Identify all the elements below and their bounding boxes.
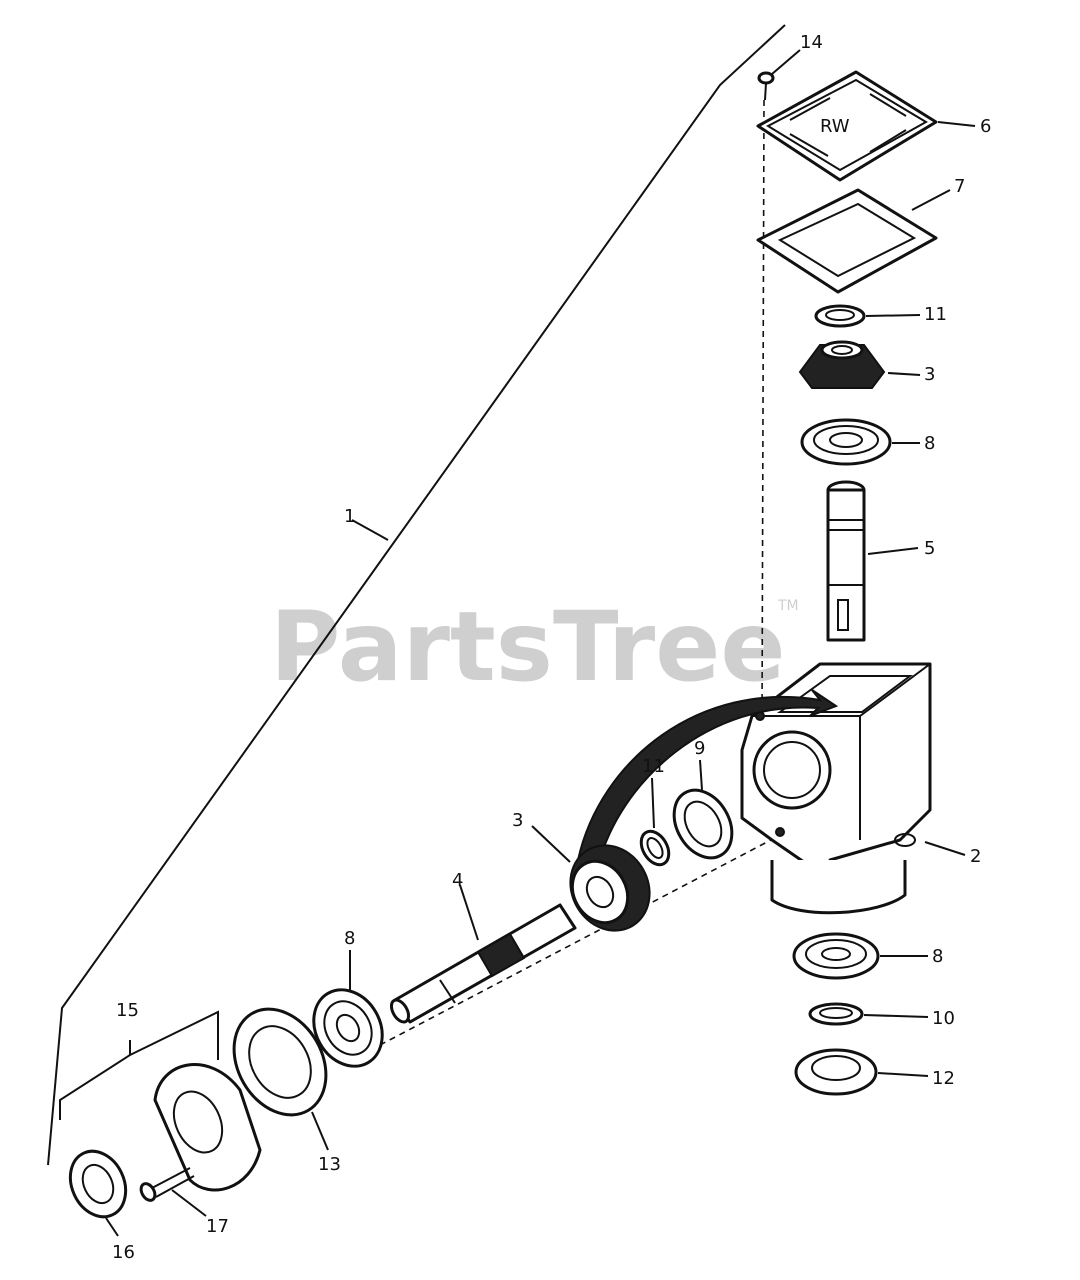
callout-2: 2 [970, 846, 981, 867]
callout-6: 6 [980, 116, 991, 137]
part-2-gearbox-housing [740, 662, 932, 915]
callout-11-upper: 11 [924, 304, 947, 325]
callout-1: 1 [344, 506, 355, 527]
callout-17: 17 [206, 1216, 229, 1237]
callout-4: 4 [452, 870, 463, 891]
part-5-vertical-shaft [826, 480, 866, 642]
part-6-cover-plate: RW [756, 70, 938, 182]
part-12-seal [794, 1048, 878, 1096]
part-11-retaining-ring-lower [639, 829, 671, 867]
part-8-bearing-upper [800, 418, 892, 466]
part-8-bearing-middle [312, 988, 384, 1068]
part-10-snap-ring [808, 1002, 864, 1026]
part-14-screw [757, 71, 775, 101]
assembly-arrow [576, 689, 839, 868]
callout-11-lower: 11 [642, 756, 665, 777]
callout-8-upper: 8 [924, 433, 935, 454]
vertical-axis-dashed [761, 99, 765, 721]
callout-13: 13 [318, 1154, 341, 1175]
callout-labels: 14 6 7 11 3 8 5 2 8 10 12 9 11 3 4 8 13 … [112, 32, 991, 1263]
callout-15: 15 [116, 1000, 139, 1021]
part-17-bolt [139, 1167, 195, 1202]
callout-5: 5 [924, 538, 935, 559]
horizontal-axis-dashed [379, 829, 791, 1046]
callout-3-lower: 3 [512, 810, 523, 831]
watermark-text: PartsTree [270, 591, 785, 703]
part-11-retaining-ring-upper [814, 304, 866, 328]
bracket-15-line [59, 1040, 131, 1120]
part-3-bevel-gear-upper [798, 340, 886, 389]
part-4-horizontal-shaft [389, 903, 577, 1024]
callout-8-lower: 8 [932, 946, 943, 967]
part-13-gasket [232, 1007, 328, 1117]
callout-3-upper: 3 [924, 364, 935, 385]
callout-16: 16 [112, 1242, 135, 1263]
part-16-seal [68, 1149, 128, 1219]
assembly-outline-line [47, 24, 786, 1166]
callout-10: 10 [932, 1008, 955, 1029]
callout-8-middle: 8 [344, 928, 355, 949]
part-8-bearing-lower [792, 932, 880, 980]
cover-plate-marking: RW [820, 116, 850, 137]
watermark-tm: TM [777, 598, 799, 614]
callout-12: 12 [932, 1068, 955, 1089]
part-7-gasket [756, 188, 938, 294]
leader-lines [105, 49, 976, 1237]
bracket-15-line-right [129, 1010, 219, 1060]
callout-14: 14 [800, 32, 823, 53]
callout-7: 7 [954, 176, 965, 197]
part-9-bearing [672, 788, 734, 860]
callout-9: 9 [694, 738, 705, 759]
part-15-flange-cover [59, 1010, 262, 1192]
part-3-bevel-gear-lower [569, 844, 651, 932]
